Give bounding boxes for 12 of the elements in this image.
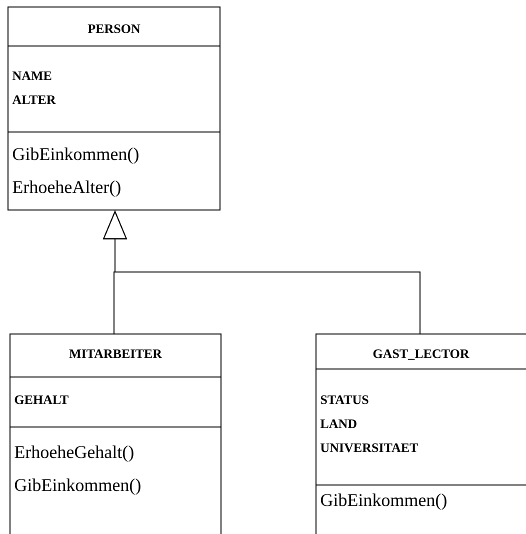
attribute-list: STATUS LAND UNIVERSITAET: [320, 395, 418, 452]
class-name: GAST_LECTOR: [373, 349, 470, 360]
class-box: [316, 334, 526, 534]
attribute-list: GEHALT: [14, 395, 68, 404]
class-name: MITARBEITER: [69, 349, 162, 358]
attribute-list: NAME ALTER: [12, 71, 56, 104]
class-name: PERSON: [88, 24, 140, 34]
method-list: GibEinkommen(): [320, 494, 446, 510]
class-box: [10, 334, 222, 534]
method-list: GibEinkommen() ErhoeheAlter(): [12, 148, 138, 197]
class-box: [8, 6, 220, 210]
method-list: ErhoeheGehalt() GibEinkommen(): [14, 446, 140, 495]
